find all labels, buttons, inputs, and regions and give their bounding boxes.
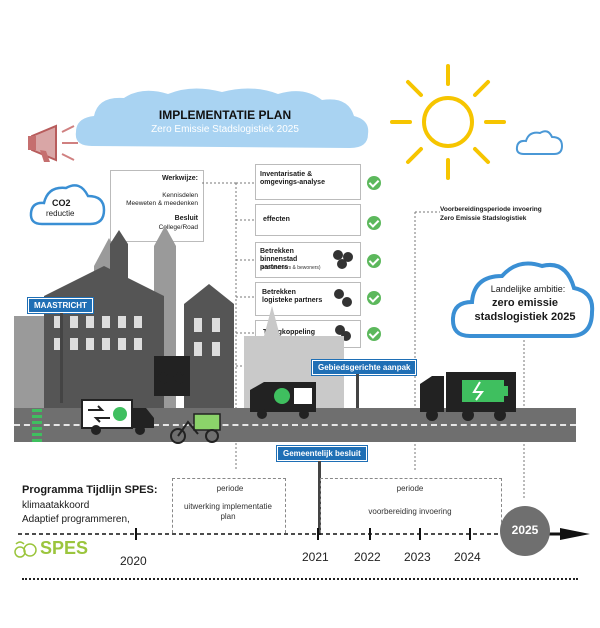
period-1-desc2: plan <box>220 512 236 521</box>
step-label-4: Betrekken logisteke partners <box>262 289 323 304</box>
check-icon <box>367 216 381 230</box>
besluit-heading: Besluit <box>174 215 198 222</box>
cargo-bike-icon <box>170 413 221 444</box>
gebied-sign: Gebiedsgerichte aanpak <box>312 360 417 375</box>
sun-icon <box>390 64 506 180</box>
step-sub-3: (ondernemers & bewoners) <box>260 265 321 271</box>
year-2025-label: 2025 <box>511 523 539 537</box>
step-box-1 <box>255 164 361 200</box>
year-label: 2024 <box>454 550 481 564</box>
gears-icon <box>334 289 352 307</box>
plan-subtitle: Zero Emissie Stadslogistiek 2025 <box>151 124 299 135</box>
werkwijze-item-1: Kennisdelen <box>162 192 198 199</box>
co2-label: CO2 <box>52 198 71 208</box>
check-icon <box>367 291 381 305</box>
period-2-title: periode <box>396 484 424 493</box>
gebied-pole <box>356 374 359 408</box>
program-title: Programma Tijdlijn SPES: <box>22 484 158 496</box>
year-2025-circle <box>500 506 550 556</box>
bicycle-icon <box>157 368 185 384</box>
werkwijze-box <box>110 170 204 242</box>
ambitie-line3: stadslogistiek 2025 <box>474 311 576 323</box>
ambitie-line1: Landelijke ambitie: <box>490 284 566 294</box>
voorbereiding-line1: Voorbereidingsperiode invoering <box>440 206 542 213</box>
voorbereiding-line2: Zero Emissie Stadslogistiek <box>440 215 527 222</box>
bottom-divider <box>22 578 578 580</box>
year-label: 2023 <box>404 550 431 564</box>
ambitie-line2: zero emissie <box>491 297 559 309</box>
check-icon <box>367 176 381 190</box>
megaphone-icon <box>28 124 78 162</box>
city-skyline <box>14 226 344 408</box>
electric-truck-icon <box>420 372 516 421</box>
werkwijze-heading: Werkwijze: <box>161 175 198 182</box>
step-box-2 <box>255 204 361 236</box>
road-line <box>14 424 576 426</box>
electric-van-icon <box>81 399 154 435</box>
besluit-sign: Gemeentelijk besluit <box>277 446 367 461</box>
gears-icon <box>333 250 353 269</box>
period-1-title: periode <box>216 484 244 493</box>
step-label-5: Terugkoppeling <box>263 329 315 336</box>
small-cloud-icon <box>515 130 564 155</box>
program-line1: klimaatakkoord <box>22 500 90 511</box>
electric-van-icon <box>250 382 316 419</box>
step-label-1: Inventarisatie & omgevings-analyse <box>260 171 325 186</box>
period-box-1 <box>172 478 286 533</box>
plan-cloud <box>75 88 369 148</box>
check-icon <box>367 327 381 341</box>
co2-cloud <box>29 184 106 226</box>
check-icon <box>367 254 381 268</box>
period-box-2 <box>320 478 502 533</box>
besluit-value: College/Road <box>158 224 198 231</box>
ambitie-cloud <box>450 261 595 338</box>
period-2-desc1: voorbereiding invoering <box>368 507 452 516</box>
besluit-pole <box>318 461 321 535</box>
spes-logo-text: SPES <box>40 538 89 558</box>
period-1-desc1: uitwerking implementatie <box>183 502 273 511</box>
maastricht-pole <box>60 313 63 403</box>
year-label: 2021 <box>302 550 329 564</box>
program-line2: Adaptief programmeren, <box>22 514 130 525</box>
zebra-crossing <box>32 408 42 442</box>
maastricht-sign: MAASTRICHT <box>28 298 93 313</box>
step-label-3: Betrekken binnenstad partners <box>260 248 298 271</box>
werkwijze-item-2: Meeweten & meedenken <box>126 200 198 207</box>
plan-title: IMPLEMENTATIE PLAN <box>158 108 292 122</box>
step-label-2: effecten <box>263 216 290 223</box>
co2-reductie: reductie <box>46 209 75 218</box>
year-label: 2022 <box>354 550 381 564</box>
year-label: 2020 <box>120 554 147 568</box>
spes-logo-icon <box>14 541 37 558</box>
